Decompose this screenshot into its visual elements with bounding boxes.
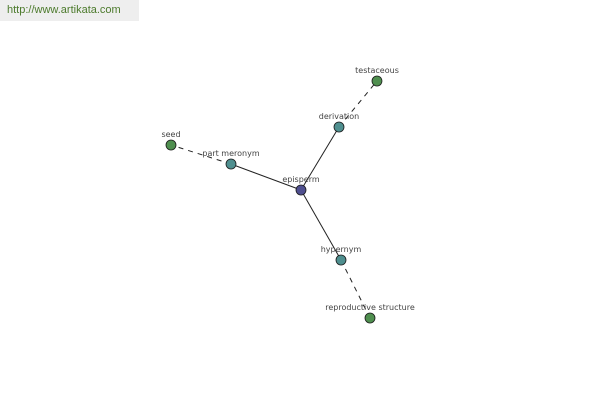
relation-node-label: hypernym	[321, 245, 362, 254]
center-node-marker[interactable]	[295, 184, 307, 196]
term-node-label: testaceous	[355, 66, 399, 75]
graph-nodes: seed testaceous reproductive structure part…	[161, 66, 415, 324]
edge-episperm-to-hypernym	[300, 189, 342, 261]
node-testaceous[interactable]: testaceous	[355, 66, 399, 87]
term-node-marker[interactable]	[371, 75, 383, 87]
term-node-marker[interactable]	[165, 139, 177, 151]
relation-node-marker[interactable]	[335, 254, 347, 266]
node-reproductive-structure[interactable]: reproductive structure	[325, 303, 415, 324]
edge-hypernym-to-reproductive-structure	[340, 259, 371, 319]
node-episperm[interactable]: episperm	[282, 175, 320, 196]
relation-node-label: part meronym	[202, 149, 259, 158]
node-derivation[interactable]: derivation	[319, 112, 359, 133]
term-node-label: reproductive structure	[325, 303, 415, 312]
node-seed[interactable]: seed	[161, 130, 181, 151]
edge-part-meronym-to-seed	[170, 144, 232, 165]
site-url-link[interactable]: http://www.artikata.com	[0, 0, 139, 21]
center-node-label: episperm	[282, 175, 320, 184]
relation-node-marker[interactable]	[333, 121, 345, 133]
node-hypernym[interactable]: hypernym	[321, 245, 362, 266]
graph-edges	[170, 80, 378, 319]
edge-episperm-to-derivation	[300, 126, 340, 191]
term-node-marker[interactable]	[364, 312, 376, 324]
node-part-meronym[interactable]: part meronym	[202, 149, 260, 170]
relation-node-label: derivation	[319, 112, 359, 121]
edge-episperm-to-part-meronym	[230, 163, 302, 191]
relation-node-marker[interactable]	[225, 158, 237, 170]
term-node-label: seed	[161, 130, 180, 139]
